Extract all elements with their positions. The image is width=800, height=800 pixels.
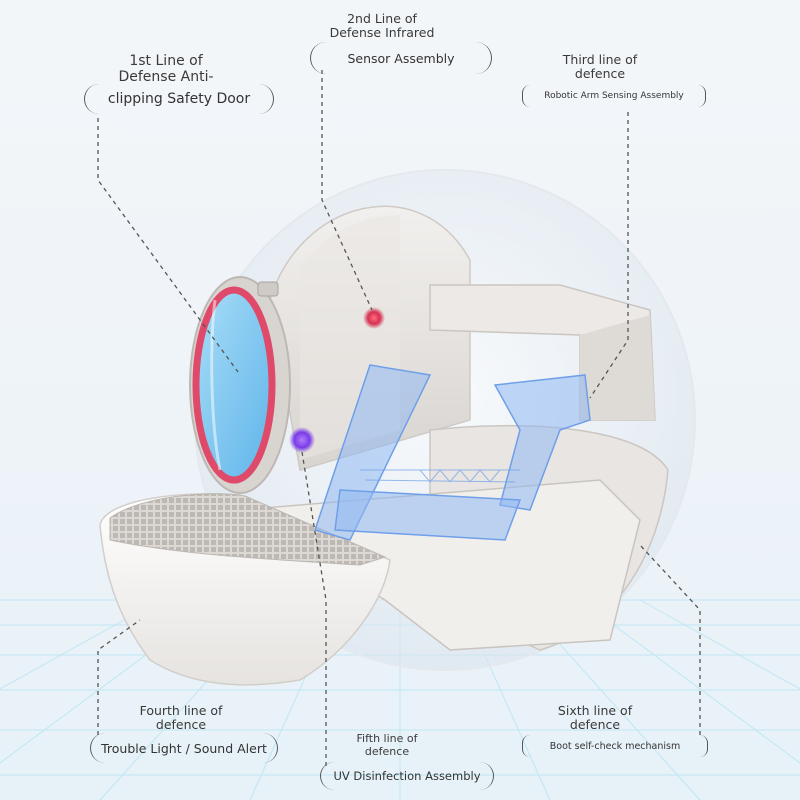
sixth-title-line2: defence (569, 717, 621, 733)
fourth-title-line2: defence (155, 717, 207, 733)
first-title-line2: Defense Anti- (118, 69, 214, 86)
fourth-title-line1: Fourth line of (139, 703, 223, 718)
label-third-line-title: Third line of defence (540, 52, 660, 82)
second-title-line1: 2nd Line of (347, 11, 417, 26)
fifth-title-line2: defence (364, 744, 410, 758)
mesh-step (109, 493, 387, 566)
label-fifth-line-title: Fifth line of defence (342, 732, 432, 758)
label-fourth-line-box: Trouble Light / Sound Alert (90, 733, 278, 763)
leader-lines (97, 70, 701, 766)
uv-light-dot (289, 427, 315, 453)
third-box-text: Robotic Arm Sensing Assembly (544, 91, 684, 101)
sixth-title-line1: Sixth line of (557, 703, 633, 718)
fifth-title-line1: Fifth line of (356, 732, 418, 745)
label-first-line-box: clipping Safety Door (84, 84, 274, 114)
label-fourth-line-title: Fourth line of defence (126, 703, 236, 733)
first-title-line1: 1st Line of (129, 53, 203, 69)
label-sixth-line-box: Boot self-check mechanism (522, 735, 708, 757)
third-title-line1: Third line of (562, 52, 638, 67)
robotic-arm (314, 364, 591, 541)
third-title-line2: defence (574, 66, 626, 82)
label-first-line-title: 1st Line of Defense Anti- (96, 53, 236, 85)
fourth-box-text: Trouble Light / Sound Alert (101, 740, 267, 756)
label-second-line-title: 2nd Line of Defense Infrared (312, 11, 452, 41)
infrared-sensor-dot (363, 307, 385, 329)
fifth-box-text: UV Disinfection Assembly (333, 769, 481, 783)
label-third-line-box: Robotic Arm Sensing Assembly (522, 85, 706, 107)
second-box-text: Sensor Assembly (347, 50, 455, 66)
second-title-line2: Defense Infrared (329, 25, 435, 41)
safety-door (189, 276, 291, 494)
label-fifth-line-box: UV Disinfection Assembly (320, 762, 494, 790)
first-box-text: clipping Safety Door (107, 91, 251, 107)
label-sixth-line-title: Sixth line of defence (540, 703, 650, 733)
sixth-box-text: Boot self-check mechanism (549, 740, 681, 752)
label-second-line-box: Sensor Assembly (310, 42, 492, 74)
